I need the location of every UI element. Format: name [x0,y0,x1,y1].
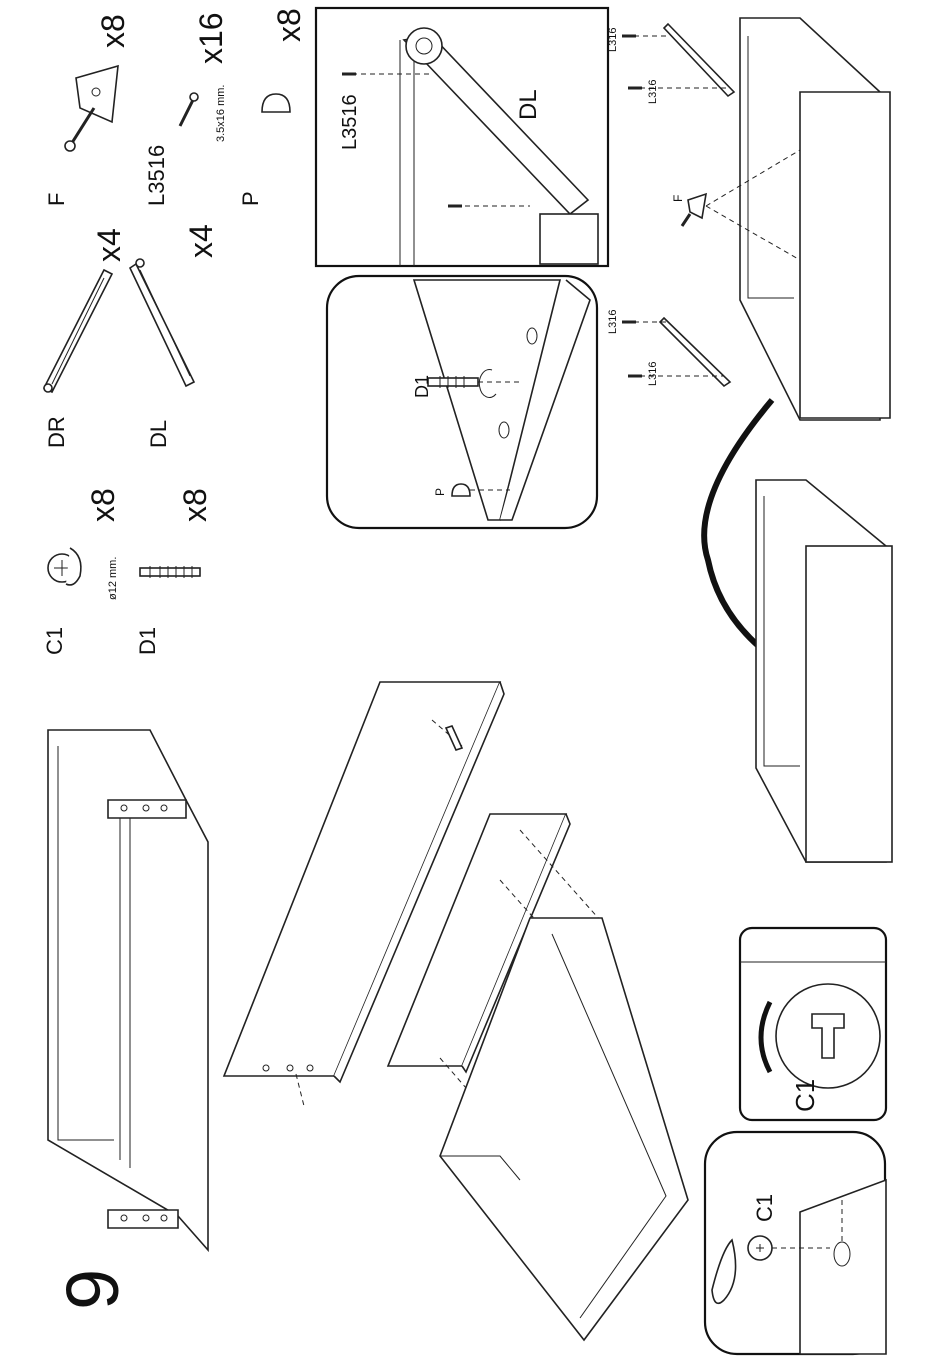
part-l3516-note: 3.5x16 mm. [215,85,227,142]
cam-lock-small-callout: C1 [752,1194,777,1222]
flipped-drawer [756,480,892,862]
part-f-code: F [44,193,69,206]
part-c1-code: C1 [42,627,67,655]
screw-callout-1: L316 [607,28,619,52]
screw-part-icon [180,93,198,126]
drawer-rail-right-icon [44,270,112,392]
bracket-part-icon [65,66,118,151]
part-l3516-qty: x16 [193,12,229,64]
part-d1-qty: x8 [177,488,213,522]
dowel-part-icon [140,566,200,578]
rail-screw-detail: L3516 DL [316,8,608,266]
cap-part-icon [262,94,290,112]
part-p-code: P [238,191,263,206]
part-l3516-code: L3516 [144,145,169,206]
rail-code-callout: DL [515,89,542,120]
cap-callout: P [433,488,447,496]
part-dl-code: DL [146,420,171,448]
cam-lock-part-icon [48,548,81,585]
cap-icon [452,484,470,496]
screw-callout-4: L316 [647,362,659,386]
drawer-box [48,730,208,1250]
bracket-callout: F [671,195,685,202]
dowel-callout: D1 [412,375,432,398]
parts-legend: C1 ø12 mm. x8 D1 x8 DR x4 DL x4 [42,8,307,655]
drawer-rail-left-icon [130,259,194,386]
part-f-qty: x8 [95,14,131,48]
step-number: 9 [51,1269,134,1310]
dowel-icon [428,376,478,388]
part-dr-code: DR [44,416,69,448]
part-dl-qty: x4 [183,224,219,258]
bracket-icon [688,194,706,218]
screw-callout-2: L316 [647,80,659,104]
screw-callout-3: L316 [607,310,619,334]
part-dr-qty: x4 [91,228,127,262]
part-d1-code: D1 [135,627,160,655]
part-c1-note: ø12 mm. [107,557,119,600]
dowel-detail: D1 P [327,276,597,528]
drawer-rail-assembly: L316 L316 L316 L316 F [607,18,890,420]
rail-screw-callout: L3516 [339,94,361,150]
cam-lock-insert-detail: C1 [705,1132,886,1354]
cam-lock-callout: C1 [790,1079,820,1112]
part-p-qty: x8 [271,8,307,42]
exploded-panels [224,682,688,1340]
part-c1-qty: x8 [85,488,121,522]
cam-lock-turn-detail: C1 [740,928,886,1120]
